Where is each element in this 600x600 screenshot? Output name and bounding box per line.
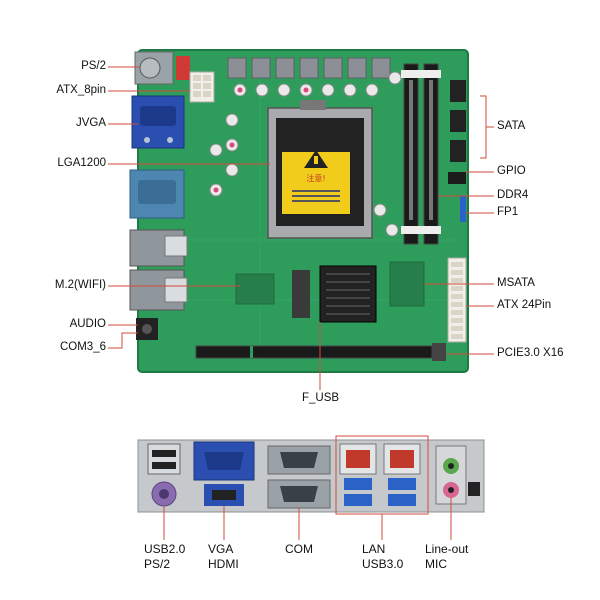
pcie-slot bbox=[195, 343, 446, 361]
label-usb3: USB3.0 bbox=[362, 557, 404, 571]
leader-lines bbox=[108, 66, 494, 390]
gpio-header bbox=[448, 172, 466, 184]
label-lineout: Line-out bbox=[425, 542, 469, 556]
atx-24pin-connector bbox=[447, 257, 467, 343]
label-msata: MSATA bbox=[497, 277, 535, 289]
capacitors bbox=[209, 71, 402, 237]
m2-slot bbox=[235, 270, 310, 318]
motherboard: 注意! bbox=[129, 49, 469, 373]
label-lineout-mic: Line-out MIC bbox=[425, 542, 468, 572]
label-lga1200: LGA1200 bbox=[57, 157, 106, 169]
label-lan-usb3: LAN USB3.0 bbox=[362, 542, 403, 572]
label-lan: LAN bbox=[362, 542, 386, 556]
lan-usb3-ports bbox=[335, 435, 429, 515]
chipset-heatsink bbox=[319, 265, 377, 323]
label-hdmi: HDMI bbox=[208, 557, 239, 571]
label-ddr4: DDR4 bbox=[497, 189, 529, 201]
label-m2-wifi: M.2(WIFI) bbox=[54, 279, 106, 291]
ps2-connector bbox=[134, 51, 190, 85]
com-header bbox=[129, 169, 185, 219]
io-leader-lines bbox=[163, 498, 452, 540]
label-pcie: PCIE3.0 X16 bbox=[497, 347, 564, 359]
label-vga-hdmi: VGA HDMI bbox=[208, 542, 239, 572]
label-vga: VGA bbox=[208, 542, 234, 556]
ddr4-slots bbox=[401, 63, 441, 245]
jvga-connector bbox=[131, 95, 185, 149]
msata-slot bbox=[389, 261, 425, 307]
cpu-socket: 注意! bbox=[267, 100, 373, 239]
label-fp1: FP1 bbox=[497, 206, 519, 218]
label-f-usb: F_USB bbox=[302, 392, 340, 404]
vga-hdmi-port bbox=[193, 441, 255, 506]
label-ps2-io: PS/2 bbox=[144, 557, 171, 571]
label-atx-8pin: ATX_8pin bbox=[56, 84, 106, 96]
atx-8pin-connector bbox=[189, 71, 215, 103]
label-com: COM bbox=[285, 542, 313, 557]
audio-ports bbox=[435, 445, 480, 505]
label-audio: AUDIO bbox=[69, 318, 106, 330]
label-usb2: USB2.0 bbox=[144, 542, 186, 556]
lan-usb-stack bbox=[129, 229, 188, 311]
label-com-text: COM bbox=[285, 542, 313, 556]
usb2-ps2-port bbox=[147, 443, 181, 507]
vrm-chokes bbox=[227, 57, 391, 79]
rear-io-panel bbox=[137, 435, 485, 515]
audio-jacks bbox=[136, 318, 158, 340]
label-gpio: GPIO bbox=[497, 165, 526, 177]
sata-ports bbox=[450, 80, 466, 162]
label-ps2: PS/2 bbox=[81, 60, 106, 72]
com-ports bbox=[267, 445, 331, 509]
cpu-warning-label: 注意! bbox=[306, 173, 325, 183]
label-com3-6: COM3_6 bbox=[59, 341, 106, 353]
fp1-header bbox=[460, 196, 466, 222]
label-mic: MIC bbox=[425, 557, 447, 571]
label-atx-24pin: ATX 24Pin bbox=[497, 299, 552, 311]
label-usb2-ps2: USB2.0 PS/2 bbox=[144, 542, 185, 572]
label-jvga: JVGA bbox=[75, 117, 106, 129]
label-sata: SATA bbox=[497, 120, 526, 132]
